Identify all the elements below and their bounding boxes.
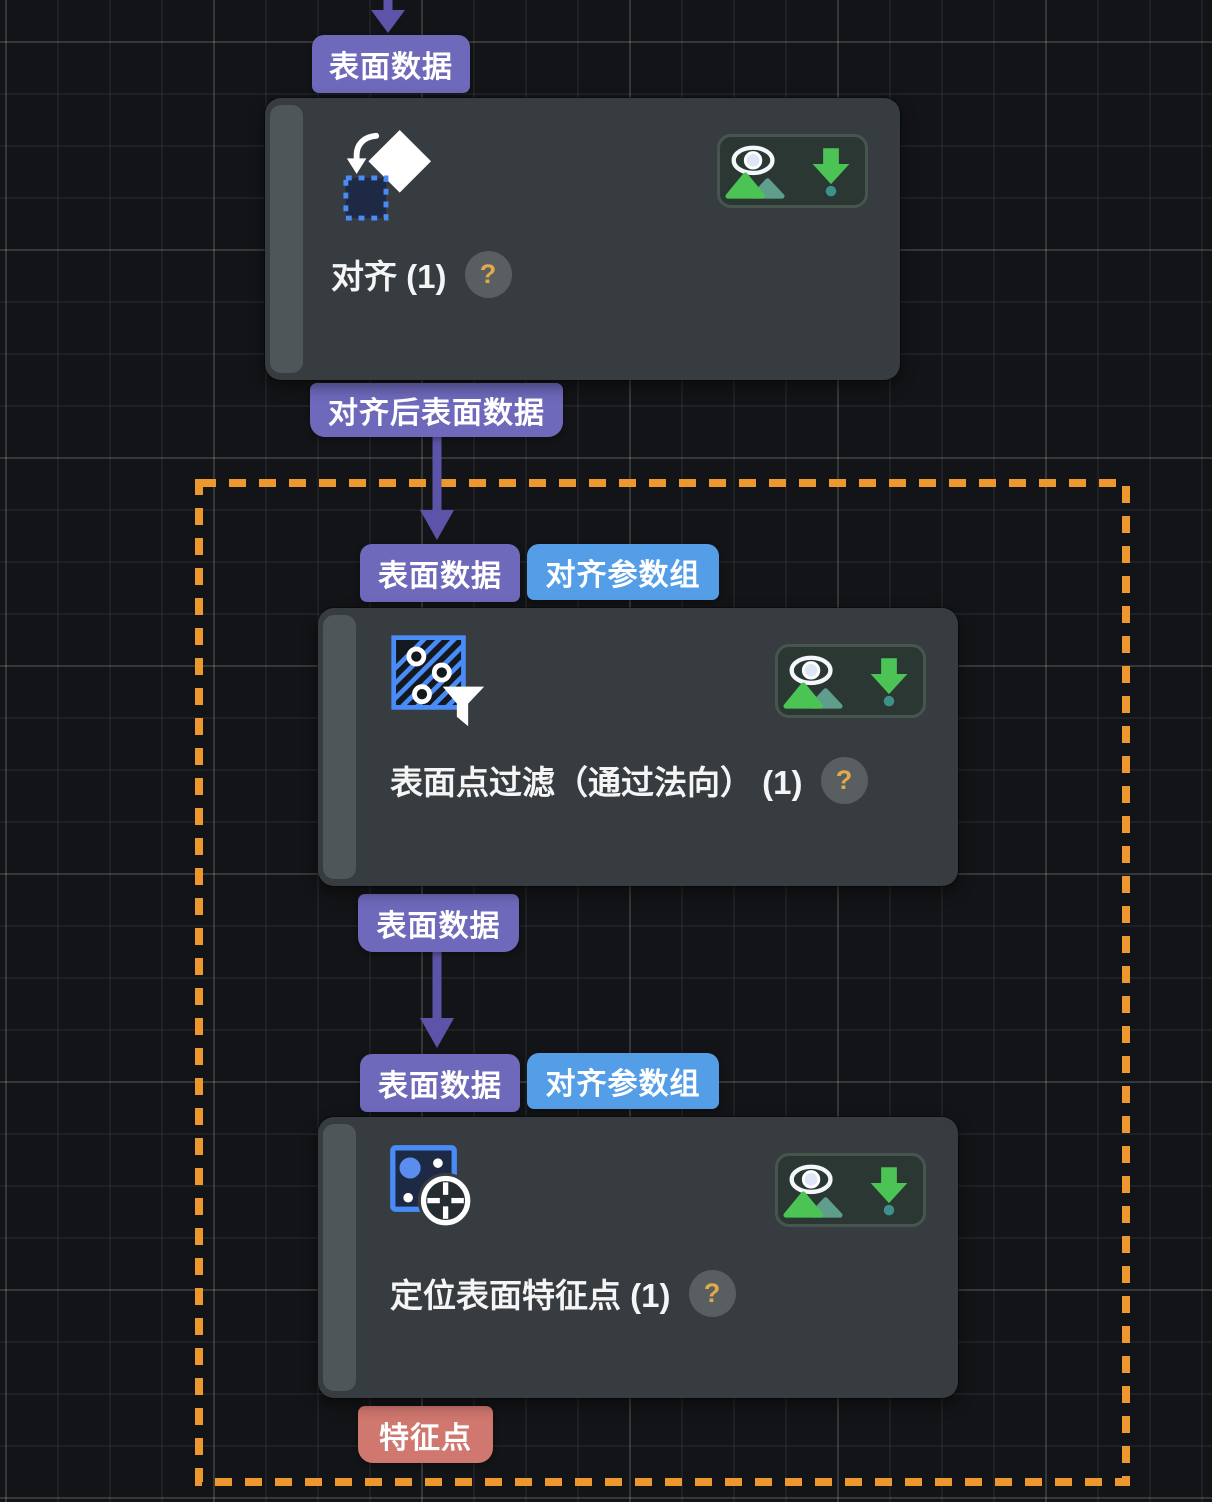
- help-icon[interactable]: ?: [464, 250, 512, 298]
- node-color-strip: [323, 615, 356, 879]
- node-toolbar: [775, 644, 926, 718]
- save-output-button[interactable]: [858, 1160, 920, 1220]
- visualize-output-button[interactable]: [724, 141, 786, 201]
- download-arrow-icon: [812, 148, 849, 197]
- eye-image-icon: [724, 145, 785, 199]
- visualize-output-button[interactable]: [782, 651, 844, 711]
- help-icon[interactable]: ?: [820, 756, 868, 804]
- eye-image-icon: [782, 1164, 843, 1218]
- node-surface-point-filter[interactable]: 表面点过滤（通过法向） (1) ?: [318, 608, 958, 886]
- input-port-surface-data[interactable]: 表面数据: [360, 544, 520, 602]
- node-title: 对齐 (1): [331, 258, 447, 295]
- help-icon[interactable]: ?: [688, 1269, 736, 1317]
- download-arrow-icon: [870, 658, 907, 707]
- visualize-output-button[interactable]: [782, 1160, 844, 1220]
- eye-image-icon: [782, 655, 843, 709]
- node-locate-surface-feature-points[interactable]: 定位表面特征点 (1) ?: [318, 1117, 958, 1398]
- connection-arrow-into-align: [371, 0, 405, 33]
- output-port-feature-points[interactable]: 特征点: [358, 1406, 493, 1463]
- output-port-surface-data[interactable]: 表面数据: [358, 894, 519, 952]
- node-toolbar: [717, 134, 868, 208]
- input-port-align-param-group[interactable]: 对齐参数组: [527, 1053, 719, 1109]
- save-output-button[interactable]: [858, 651, 920, 711]
- download-arrow-icon: [870, 1167, 907, 1216]
- node-color-strip: [270, 105, 303, 373]
- output-port-aligned-surface-data[interactable]: 对齐后表面数据: [310, 383, 563, 437]
- align-transform-icon: [343, 129, 432, 221]
- input-port-surface-data[interactable]: 表面数据: [312, 35, 470, 93]
- node-title: 表面点过滤（通过法向） (1): [390, 764, 803, 801]
- connection-arrow-align-to-filter: [420, 437, 454, 540]
- surface-point-filter-icon: [391, 635, 485, 727]
- node-toolbar: [775, 1153, 926, 1227]
- node-align[interactable]: 对齐 (1) ?: [265, 98, 900, 380]
- node-color-strip: [323, 1124, 356, 1391]
- save-output-button[interactable]: [800, 141, 862, 201]
- locate-surface-feature-points-icon: [390, 1145, 474, 1229]
- input-port-align-param-group[interactable]: 对齐参数组: [527, 544, 719, 600]
- input-port-surface-data[interactable]: 表面数据: [360, 1054, 520, 1112]
- connection-arrow-filter-to-locate: [420, 952, 454, 1048]
- node-title: 定位表面特征点 (1): [390, 1277, 671, 1314]
